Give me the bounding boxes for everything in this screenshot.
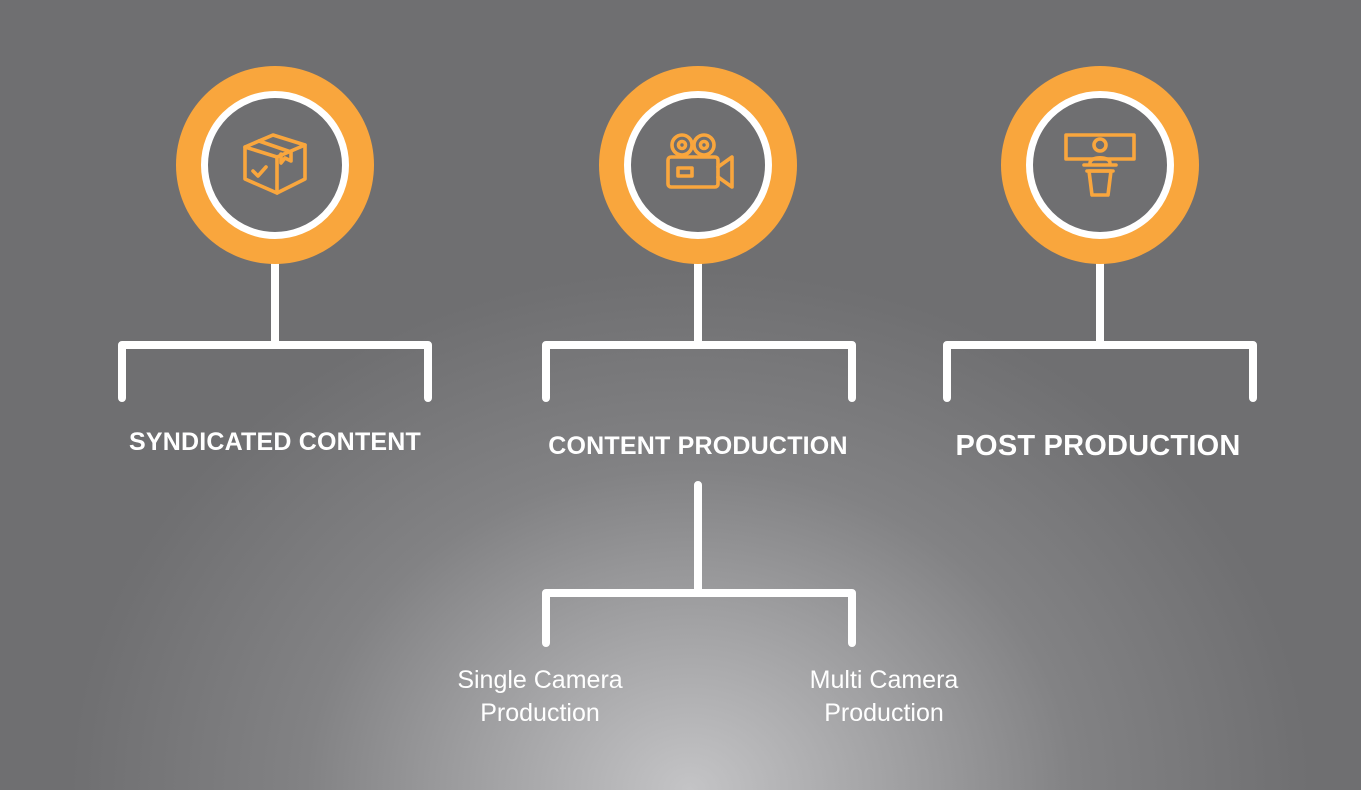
subcategory-multi-camera-line2: Production (824, 699, 944, 727)
video-camera-icon (666, 133, 734, 189)
category-title-post-production: POST PRODUCTION (955, 430, 1241, 462)
presenter-podium-icon (1064, 133, 1136, 197)
syndicated-content-icon-ring (201, 91, 349, 239)
subcategory-multi-camera-line1: Multi Camera (809, 666, 959, 694)
connector-bracket-sub-production (542, 481, 856, 647)
subcategory-single-camera: Single Camera Production (420, 664, 660, 730)
category-title-content-production: CONTENT PRODUCTION (548, 432, 848, 460)
connector-bracket-content-production (542, 260, 856, 402)
content-production-node (599, 66, 797, 264)
subcategory-multi-camera: Multi Camera Production (764, 664, 1004, 730)
category-title-syndicated-content: SYNDICATED CONTENT (128, 428, 422, 456)
syndicated-content-node (176, 66, 374, 264)
post-production-node (1001, 66, 1199, 264)
content-production-icon-ring (624, 91, 772, 239)
subcategory-single-camera-line1: Single Camera (457, 666, 623, 694)
subcategory-single-camera-line2: Production (480, 699, 600, 727)
package-box-icon (243, 133, 307, 195)
connector-bracket-syndicated (118, 260, 432, 402)
connector-bracket-post-production (943, 260, 1257, 402)
post-production-icon-ring (1026, 91, 1174, 239)
